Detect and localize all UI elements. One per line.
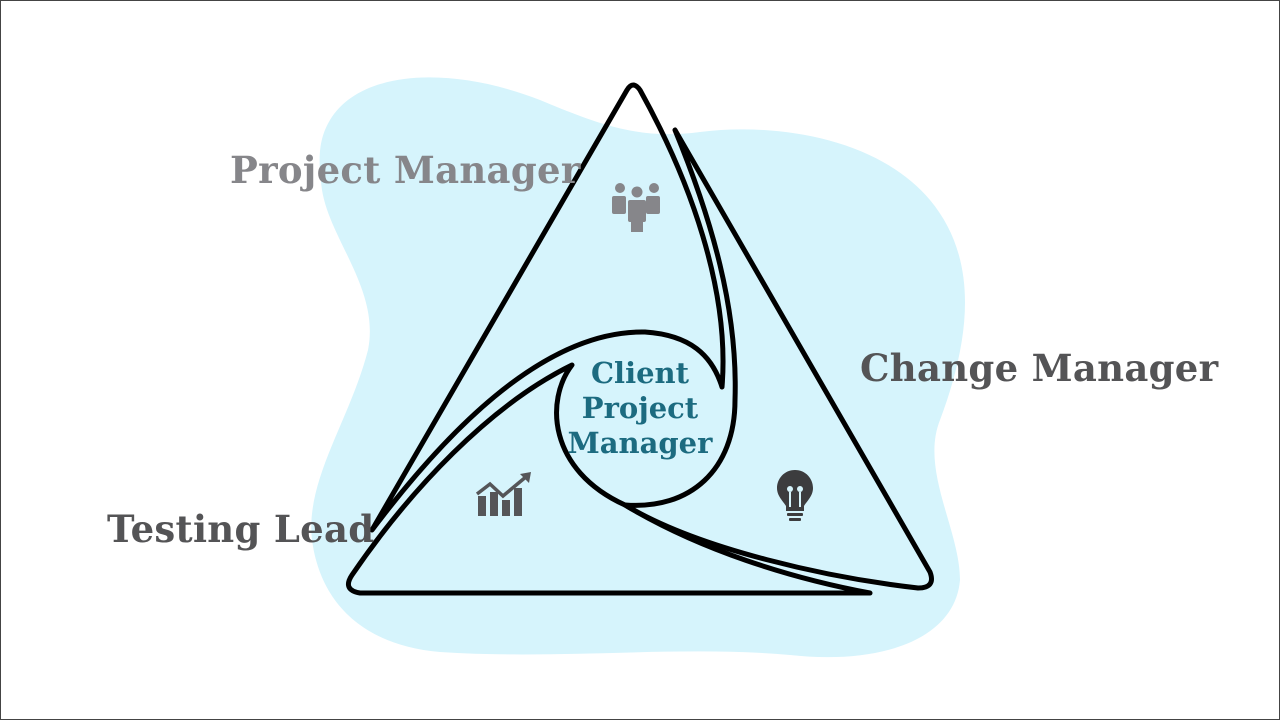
growth-chart-icon [475,472,531,516]
center-label-line: Manager [567,426,713,460]
lightbulb-icon [777,470,813,521]
role-label-project-manager: Project Manager [230,148,581,192]
blade-right [622,127,934,591]
center-label-client-project-manager: Client Project Manager [560,356,720,461]
team-icon [612,183,660,232]
blade-top [369,82,726,533]
role-label-change-manager: Change Manager [860,346,1219,390]
center-label-line: Project [581,391,699,425]
background-blob [311,77,966,658]
role-label-testing-lead: Testing Lead [107,507,375,551]
center-label-line: Client [590,356,690,390]
blade-bottom-left [345,362,873,596]
